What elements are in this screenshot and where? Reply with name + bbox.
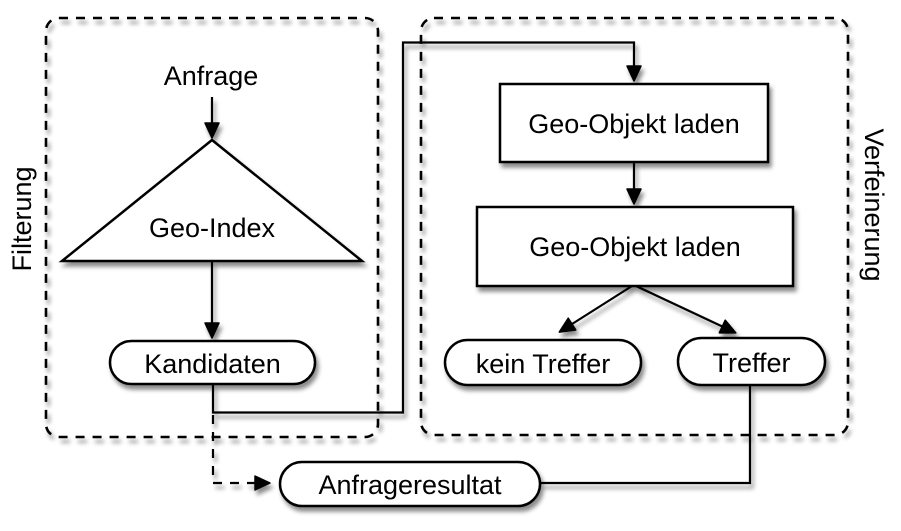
node-kein-treffer-pill <box>443 338 643 387</box>
node-kandidaten-pill <box>108 339 317 386</box>
edge-treffer-to-anfrageresultat <box>540 385 752 485</box>
node-treffer-pill <box>676 336 827 387</box>
node-load1-label: Geo-Objekt laden <box>528 109 740 139</box>
diagram-labels: Filterung Verfeinerung Anfrage Geo-Index… <box>7 61 889 500</box>
edge-kandidaten-to-anfrageresultat-dashed <box>211 415 271 491</box>
node-load2-box <box>475 205 795 288</box>
edge-kandidaten-to-load1 <box>211 41 642 414</box>
node-anfrage-label: Anfrage <box>164 61 259 91</box>
diagram-drawing-layer <box>44 16 850 508</box>
node-kein-treffer-label: kein Treffer <box>476 349 611 379</box>
region-verfeinerung-border <box>419 16 850 437</box>
node-kandidaten-label: Kandidaten <box>144 349 281 379</box>
edge-load2-to-treffer <box>635 285 737 334</box>
node-load2-label: Geo-Objekt laden <box>529 232 741 262</box>
region-verfeinerung-label: Verfeinerung <box>859 128 889 281</box>
region-filterung-label: Filterung <box>7 166 37 271</box>
node-load1-box <box>498 82 770 164</box>
node-anfrageresultat-pill <box>278 460 542 508</box>
node-anfrageresultat-label: Anfrageresultat <box>318 470 502 500</box>
node-treffer-label: Treffer <box>712 348 790 378</box>
node-shapes <box>58 82 827 508</box>
node-geo-index-triangle <box>58 138 366 263</box>
node-geo-index-label: Geo-Index <box>149 213 276 243</box>
edge-load2-to-keintreffer <box>558 285 633 333</box>
